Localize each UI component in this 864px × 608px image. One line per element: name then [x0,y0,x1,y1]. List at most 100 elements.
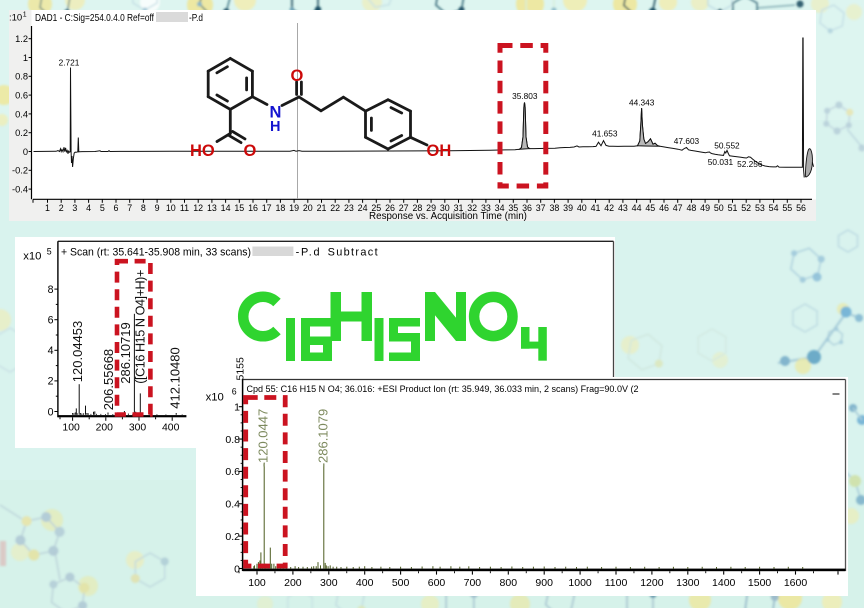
svg-text:6: 6 [48,315,54,327]
svg-text:53: 53 [755,203,765,213]
svg-text:2: 2 [59,203,64,213]
svg-text:21: 21 [317,203,327,213]
svg-text:35.803: 35.803 [512,91,538,101]
svg-text:39: 39 [563,203,573,213]
svg-text:55: 55 [782,203,792,213]
svg-text:31: 31 [454,203,464,213]
svg-text:0.2: 0.2 [225,531,240,543]
svg-text:286.10719: 286.10719 [118,322,133,383]
svg-text:120.04453: 120.04453 [70,321,85,382]
svg-text:Subtract: Subtract [328,247,378,259]
svg-text:500: 500 [392,577,410,589]
svg-text:200: 200 [284,577,302,589]
svg-text:0.6: 0.6 [15,91,28,101]
svg-text:30: 30 [440,203,450,213]
svg-text:33: 33 [481,203,491,213]
svg-text:12: 12 [193,203,203,213]
svg-text:HO: HO [190,142,215,160]
svg-text:0.2: 0.2 [15,128,28,138]
svg-text:-0.4: -0.4 [12,185,28,195]
svg-text:44: 44 [632,203,642,213]
svg-text:1.2: 1.2 [15,34,28,44]
svg-text:0.4: 0.4 [15,109,28,119]
svg-text:1: 1 [234,402,240,414]
svg-text:700: 700 [464,577,482,589]
svg-text:13: 13 [207,203,217,213]
svg-text:5: 5 [47,247,52,257]
svg-text:1400: 1400 [712,577,736,589]
svg-text:1500: 1500 [748,577,772,589]
svg-text:28: 28 [412,203,422,213]
svg-text:50.552: 50.552 [714,141,740,151]
svg-text:1000: 1000 [568,577,592,589]
svg-text:100: 100 [62,423,80,434]
svg-text:16: 16 [248,203,258,213]
svg-text:2.721: 2.721 [59,58,80,68]
svg-text:29: 29 [426,203,436,213]
svg-text:6: 6 [232,387,237,397]
svg-text:5: 5 [100,203,105,213]
svg-text:O: O [244,142,257,160]
svg-text:54: 54 [769,203,779,213]
svg-text:206.55668: 206.55668 [101,349,116,410]
svg-text:1: 1 [23,53,28,63]
svg-text:6: 6 [114,203,119,213]
svg-text:14: 14 [221,203,231,213]
svg-text:0.6: 0.6 [225,466,240,478]
svg-text:OH: OH [427,142,452,160]
svg-text:286.1079: 286.1079 [315,409,330,463]
svg-text:4: 4 [48,345,54,357]
svg-text:23: 23 [344,203,354,213]
svg-text:56: 56 [796,203,806,213]
svg-text:51: 51 [728,203,738,213]
svg-text:52.256: 52.256 [737,159,763,169]
svg-text:1300: 1300 [676,577,700,589]
svg-text:400: 400 [162,423,180,434]
svg-text:36: 36 [522,203,532,213]
svg-text:45: 45 [645,203,655,213]
svg-text:2: 2 [48,376,54,388]
svg-text:32: 32 [467,203,477,213]
svg-text:900: 900 [535,577,553,589]
svg-text:43: 43 [618,203,628,213]
svg-text:1: 1 [23,12,27,19]
svg-text:400: 400 [356,577,374,589]
svg-text:47: 47 [673,203,683,213]
svg-text:300: 300 [129,423,147,434]
svg-text:18: 18 [275,203,285,213]
svg-text:52: 52 [741,203,751,213]
svg-text:1600: 1600 [784,577,808,589]
svg-text:0.4: 0.4 [225,499,240,511]
svg-text:-0.2: -0.2 [12,166,28,176]
svg-text:50: 50 [714,203,724,213]
svg-text:200: 200 [96,423,114,434]
svg-text:1200: 1200 [640,577,664,589]
svg-text:41: 41 [591,203,601,213]
svg-text:4: 4 [86,203,91,213]
svg-text:O: O [291,67,304,85]
svg-text:15: 15 [234,203,244,213]
svg-text:8: 8 [48,284,54,296]
svg-text:0: 0 [48,406,54,418]
svg-text:17: 17 [262,203,272,213]
svg-text:19: 19 [289,203,299,213]
svg-text:5155: 5155 [235,357,247,381]
svg-text:26: 26 [385,203,395,213]
svg-text:44.343: 44.343 [629,97,655,107]
svg-text:120.0447: 120.0447 [255,409,270,463]
svg-text:800: 800 [500,577,518,589]
svg-text:Cpd 55: C16 H15 N O4; 36.016:: Cpd 55: C16 H15 N O4; 36.016: +ESI Produ… [247,384,639,394]
svg-text:0.8: 0.8 [15,72,28,82]
svg-text:100: 100 [248,577,266,589]
svg-text:47.603: 47.603 [674,136,700,146]
svg-text:48: 48 [686,203,696,213]
svg-text:11: 11 [180,203,189,213]
svg-text:41.653: 41.653 [592,129,618,139]
svg-text:x10: x10 [23,250,41,262]
svg-text:50.031: 50.031 [708,157,734,167]
svg-text:DAD1 - C:Sig=254.0.4.0 Ref=of: DAD1 - C:Sig=254.0.4.0 Ref=off [35,12,154,24]
svg-text:38: 38 [549,203,559,213]
svg-text:9: 9 [155,203,160,213]
svg-text:46: 46 [659,203,669,213]
svg-text:1: 1 [45,203,50,213]
